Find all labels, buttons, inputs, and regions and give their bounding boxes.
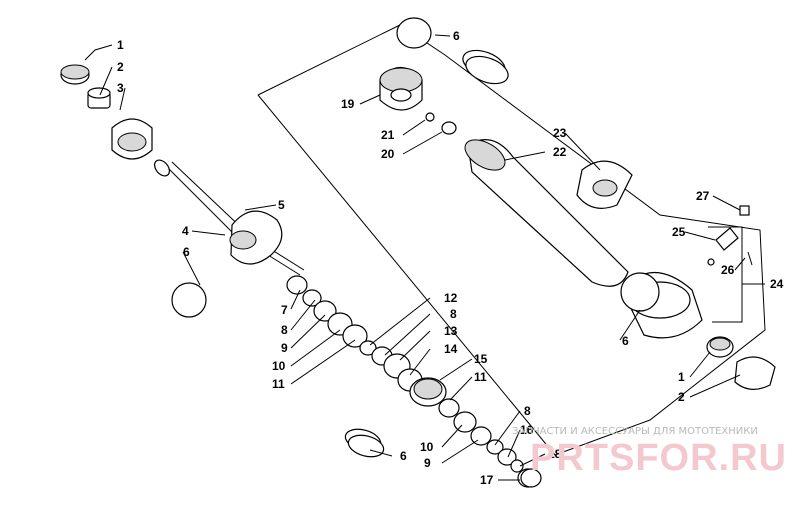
callout-22: 22 [553,145,567,159]
part-2-spacer-right [734,356,776,390]
part-20-plug [441,121,457,135]
callout-27: 27 [696,189,710,203]
callout-23: 23 [553,126,567,140]
callout-6d: 6 [622,334,629,348]
part-15-piston [409,377,447,407]
part-22-tube [464,139,629,287]
part-4-shaft [154,159,305,276]
callout-1b: 1 [678,370,685,384]
callout-12: 12 [444,291,458,305]
watermark-caption: ЗАПЧАСТИ И АКСЕССУАРЫ ДЛЯ МОТОТЕХНИКИ [512,426,758,437]
callout-16: 16 [520,423,534,437]
callout-20: 20 [381,147,395,161]
callout-17: 17 [480,473,494,487]
callout-8b: 8 [450,307,457,321]
callout-2: 2 [117,60,124,74]
callout-10: 10 [272,359,286,373]
part-5-clevis [229,210,283,265]
callout-25: 25 [672,225,686,239]
callout-11b: 11 [474,370,487,384]
callout-9b: 9 [424,456,431,470]
valve-assembly [707,205,753,323]
part-6-oring-right [620,272,660,312]
part-17-nut [520,468,542,488]
callout-1: 1 [117,38,124,52]
callout-6b: 6 [400,449,407,463]
group-outline [257,24,766,456]
callout-5: 5 [278,198,285,212]
part-2-spacer [87,87,111,109]
callout-11: 11 [272,377,285,391]
part-19-cap [379,66,423,111]
callout-10b: 10 [420,440,434,454]
washer-stack-left [286,275,423,392]
part-6-oring-left [171,282,207,318]
callout-19: 19 [341,97,355,111]
callout-2b: 2 [678,390,685,404]
callout-24: 24 [770,277,784,291]
part-1-bushing-right [706,336,734,358]
callout-4: 4 [182,224,189,238]
callout-9: 9 [281,341,288,355]
callout-26: 26 [721,263,735,277]
callout-6c: 6 [453,29,460,43]
part-6-oring-top [396,17,432,49]
part-23-sleeve [576,160,633,209]
callout-14: 14 [444,342,458,356]
callout-3: 3 [117,81,124,95]
leader-lines [84,34,765,481]
callout-8: 8 [281,323,288,337]
callout-21: 21 [381,128,395,142]
washer-stack-lower [438,398,539,488]
part-21-oring [425,112,435,122]
callout-15: 15 [474,352,488,366]
callout-8c: 8 [524,404,531,418]
part-1-bushing [60,64,90,85]
callout-13: 13 [444,324,458,338]
watermark-brand: PRTSFOR.RU [530,437,787,479]
part-6-band-lower [344,428,385,458]
part-6-band-top [462,49,509,85]
part-3-bearing-housing [111,118,153,160]
callout-7: 7 [281,303,288,317]
callout-6: 6 [183,245,190,259]
callout-18: 18 [548,447,562,461]
